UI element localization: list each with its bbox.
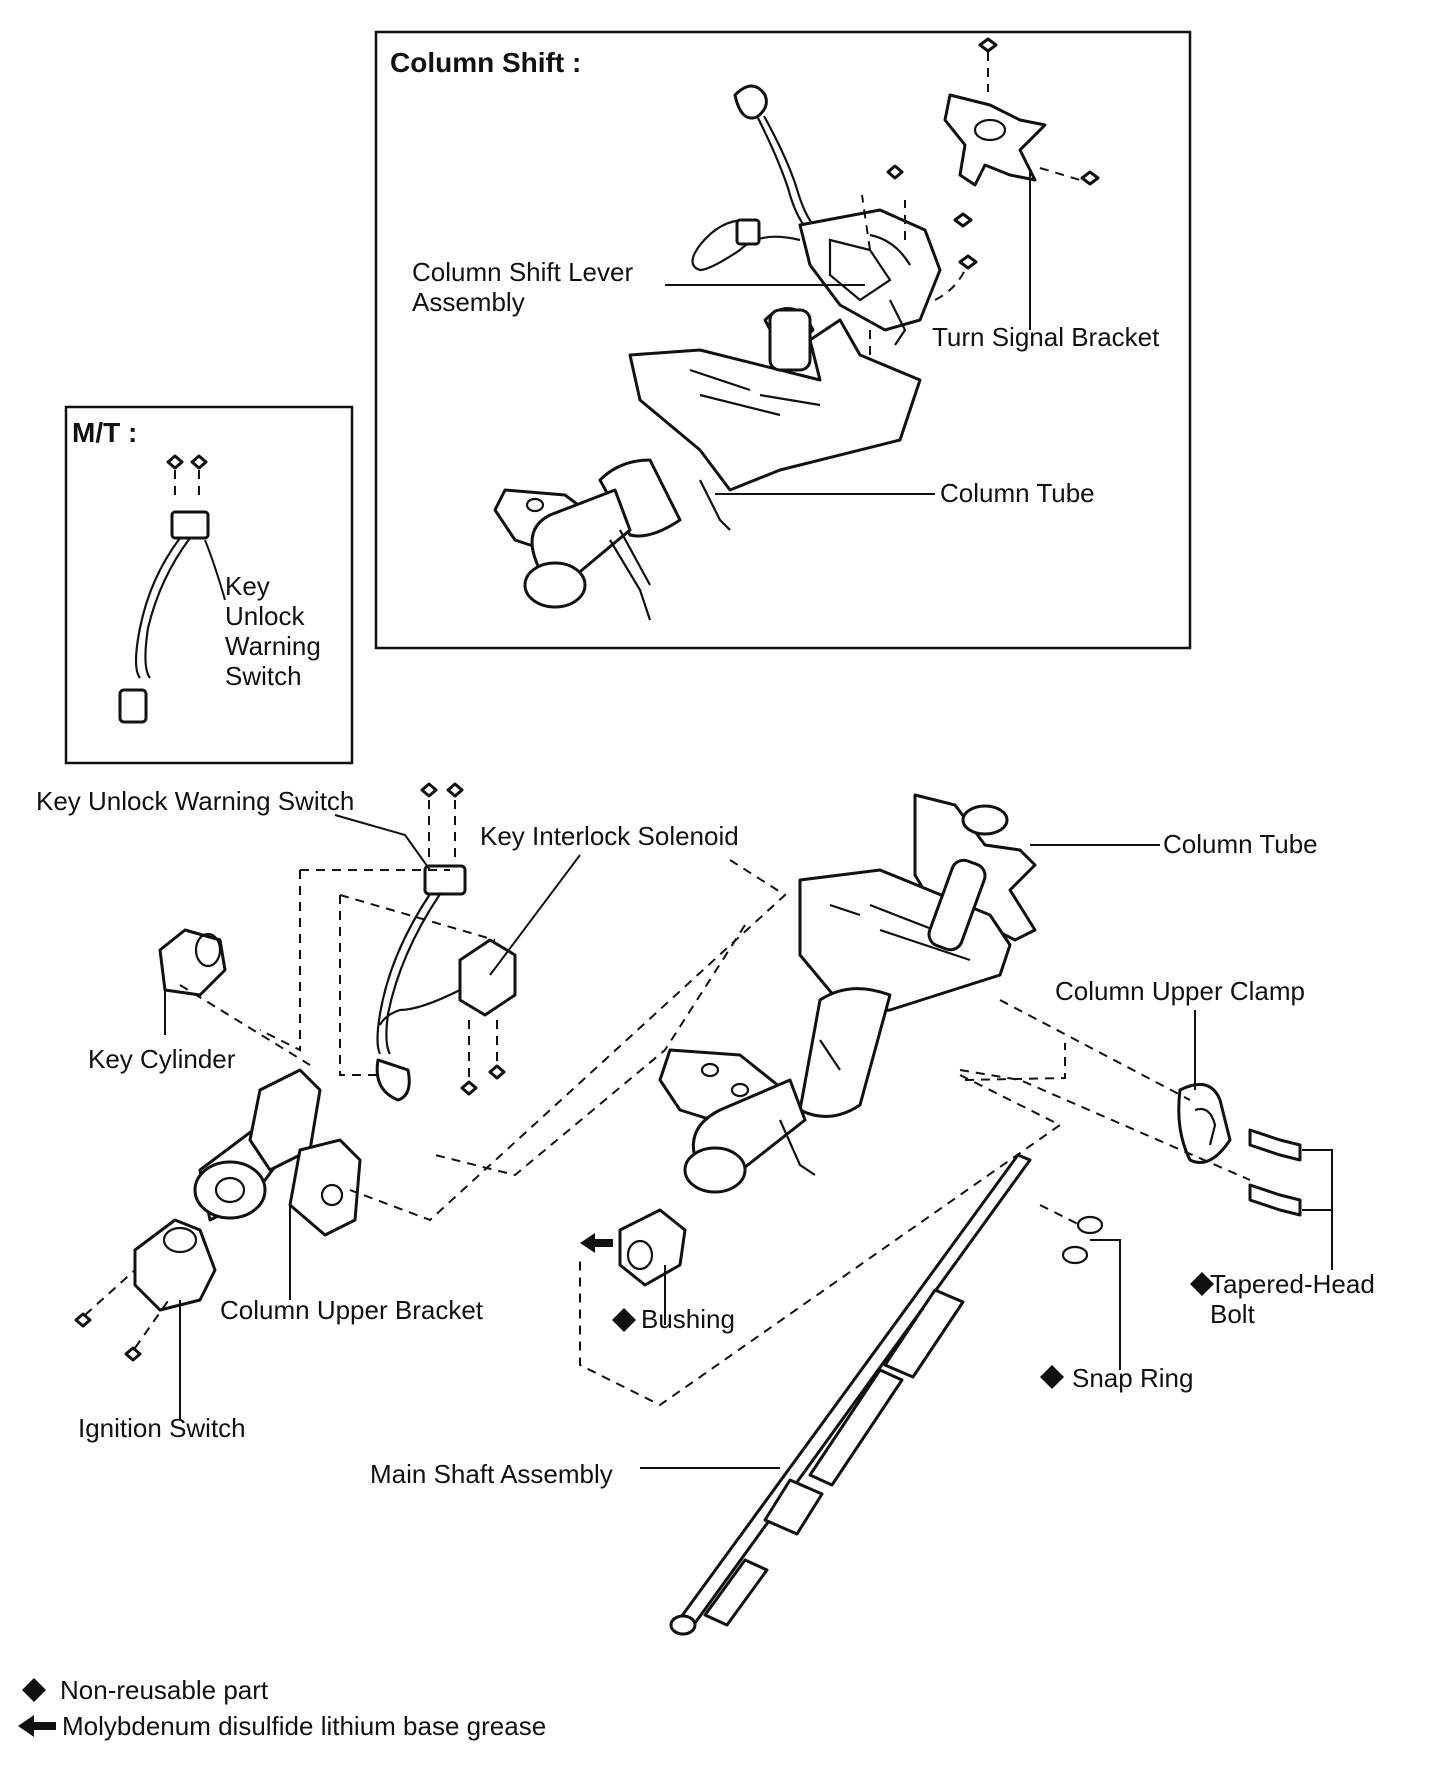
ignition-switch-label: Ignition Switch [78,1413,246,1443]
column-upper-clamp-label: Column Upper Clamp [1055,976,1305,1006]
guide-line-6 [959,1069,1251,1181]
mt-key-unlock-leader [204,539,226,601]
main-shaft-assembly-label: Main Shaft Assembly [370,1459,613,1489]
column-shift-lever-label-2: Assembly [412,287,525,317]
non-reusable-diamond-icon [22,1678,46,1702]
column-shift-tube-drawing [493,307,922,621]
bushing-label: Bushing [641,1304,735,1334]
guide-line-7 [999,999,1191,1101]
guide-line-10 [1039,1204,1081,1226]
snap-ring-diamond [1040,1365,1064,1389]
mt-panel: M/T : Key Unlock Warning Switch [64,405,354,765]
guide-line-8 [964,1043,1066,1081]
mt-key-label-3: Warning [225,631,321,661]
mt-key-label-4: Switch [225,661,302,691]
mt-frame [64,405,354,765]
guide-line-9 [579,1074,1062,1407]
key-cylinder-label: Key Cylinder [88,1044,236,1074]
tapered-head-bolt-label-1: Tapered-Head [1210,1269,1375,1299]
key-unlock-warning-switch-label: Key Unlock Warning Switch [36,786,354,816]
column-upper-clamp-drawing [1177,1082,1232,1164]
tapered-head-bolt-label-2: Bolt [1210,1299,1256,1329]
main-shaft-drawing [669,1153,1032,1636]
guide-line-4 [349,859,787,1222]
column-tube-drawing [658,793,1037,1194]
key-cylinder-drawing [158,928,227,997]
ignition-switch-drawing [74,1218,217,1362]
key-unlock-warning-switch-drawing [375,782,467,1102]
column-upper-bracket-label: Column Upper Bracket [220,1295,484,1325]
key-interlock-leader [489,854,581,976]
bushing-diamond [612,1308,636,1332]
main-exploded-view: Key Unlock Warning Switch Key Interlock … [36,782,1375,1636]
bushing-drawing [618,1208,687,1287]
legend: Non-reusable part Molybdenum disulfide l… [18,1675,546,1741]
column-upper-bracket-drawing [193,1068,362,1237]
key-interlock-solenoid-label: Key Interlock Solenoid [480,821,739,851]
column-tube-label: Column Tube [1163,829,1318,859]
legend-grease: Molybdenum disulfide lithium base grease [62,1711,546,1741]
guide-line-2 [339,894,496,1076]
grease-arrow-marker [580,1233,613,1253]
column-shift-frame [374,30,1192,650]
tapered-head-bolt-diamond [1190,1272,1214,1296]
key-unlock-leader [334,814,431,871]
snap-ring-drawing [1061,1215,1121,1370]
column-shift-title: Column Shift : [390,47,581,78]
turn-signal-bracket-label: Turn Signal Bracket [932,322,1160,352]
snap-ring-label: Snap Ring [1072,1363,1193,1393]
turn-signal-bracket-drawing [943,37,1100,187]
tapered-head-bolts-drawing [1248,1128,1333,1270]
column-shift-tube-label: Column Tube [940,478,1095,508]
guide-line-1 [259,869,450,1052]
mt-key-label-2: Unlock [225,601,305,631]
column-shift-lever-label-1: Column Shift Lever [412,257,633,287]
mt-key-label-1: Key [225,571,270,601]
mt-key-unlock-switch-drawing [118,454,210,724]
grease-arrow-icon [18,1715,56,1737]
guide-line-5 [434,924,746,1177]
mt-title: M/T : [72,417,137,448]
legend-non-reusable: Non-reusable part [60,1675,269,1705]
column-shift-panel: Column Shift : [374,30,1192,650]
